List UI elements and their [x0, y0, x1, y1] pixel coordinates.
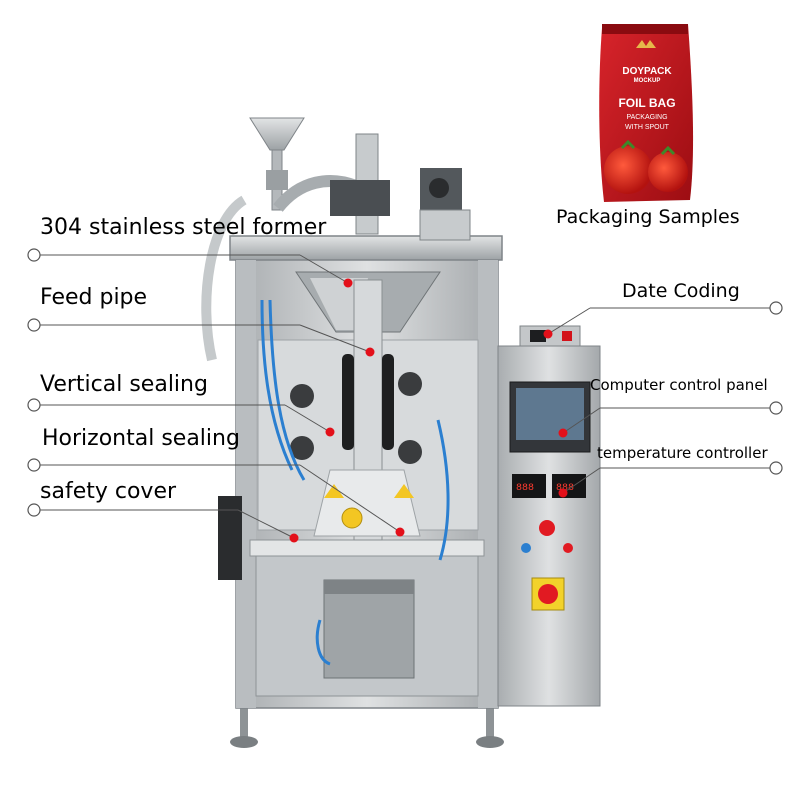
horizontal-sealer	[313, 469, 421, 537]
pouch-brand-sub: MOCKUP	[633, 78, 661, 84]
label-packaging-samples: Packaging Samples	[556, 206, 740, 228]
top-drive-unit	[330, 133, 471, 241]
side-cable-box	[218, 496, 242, 580]
pouch-line2: WITH SPOUT	[625, 124, 669, 131]
pouch-product: FOIL BAG	[618, 96, 676, 110]
label-date-coding: Date Coding	[622, 280, 740, 302]
pointer-end-circles	[27, 248, 783, 517]
label-temperature-controller: temperature controller	[597, 444, 768, 462]
label-feed-pipe: Feed pipe	[40, 285, 148, 310]
pointer-lines	[40, 254, 770, 539]
label-horizontal-sealing: Horizontal sealing	[42, 426, 240, 451]
vertical-sealer	[290, 354, 422, 464]
svg-text:888: 888	[516, 483, 534, 494]
control-cabinet: 888 888	[497, 345, 601, 707]
pouch-line1: PACKAGING	[626, 114, 668, 121]
svg-text:888: 888	[556, 483, 574, 494]
label-vertical-sealing: Vertical sealing	[40, 372, 208, 397]
label-former: 304 stainless steel former	[40, 215, 327, 240]
pouch-brand: DOYPACK	[622, 66, 672, 77]
label-safety-cover: safety cover	[40, 479, 177, 504]
label-control-panel: Computer control panel	[590, 376, 768, 394]
sample-pouch	[599, 24, 694, 202]
pointer-red-dots	[289, 278, 568, 543]
